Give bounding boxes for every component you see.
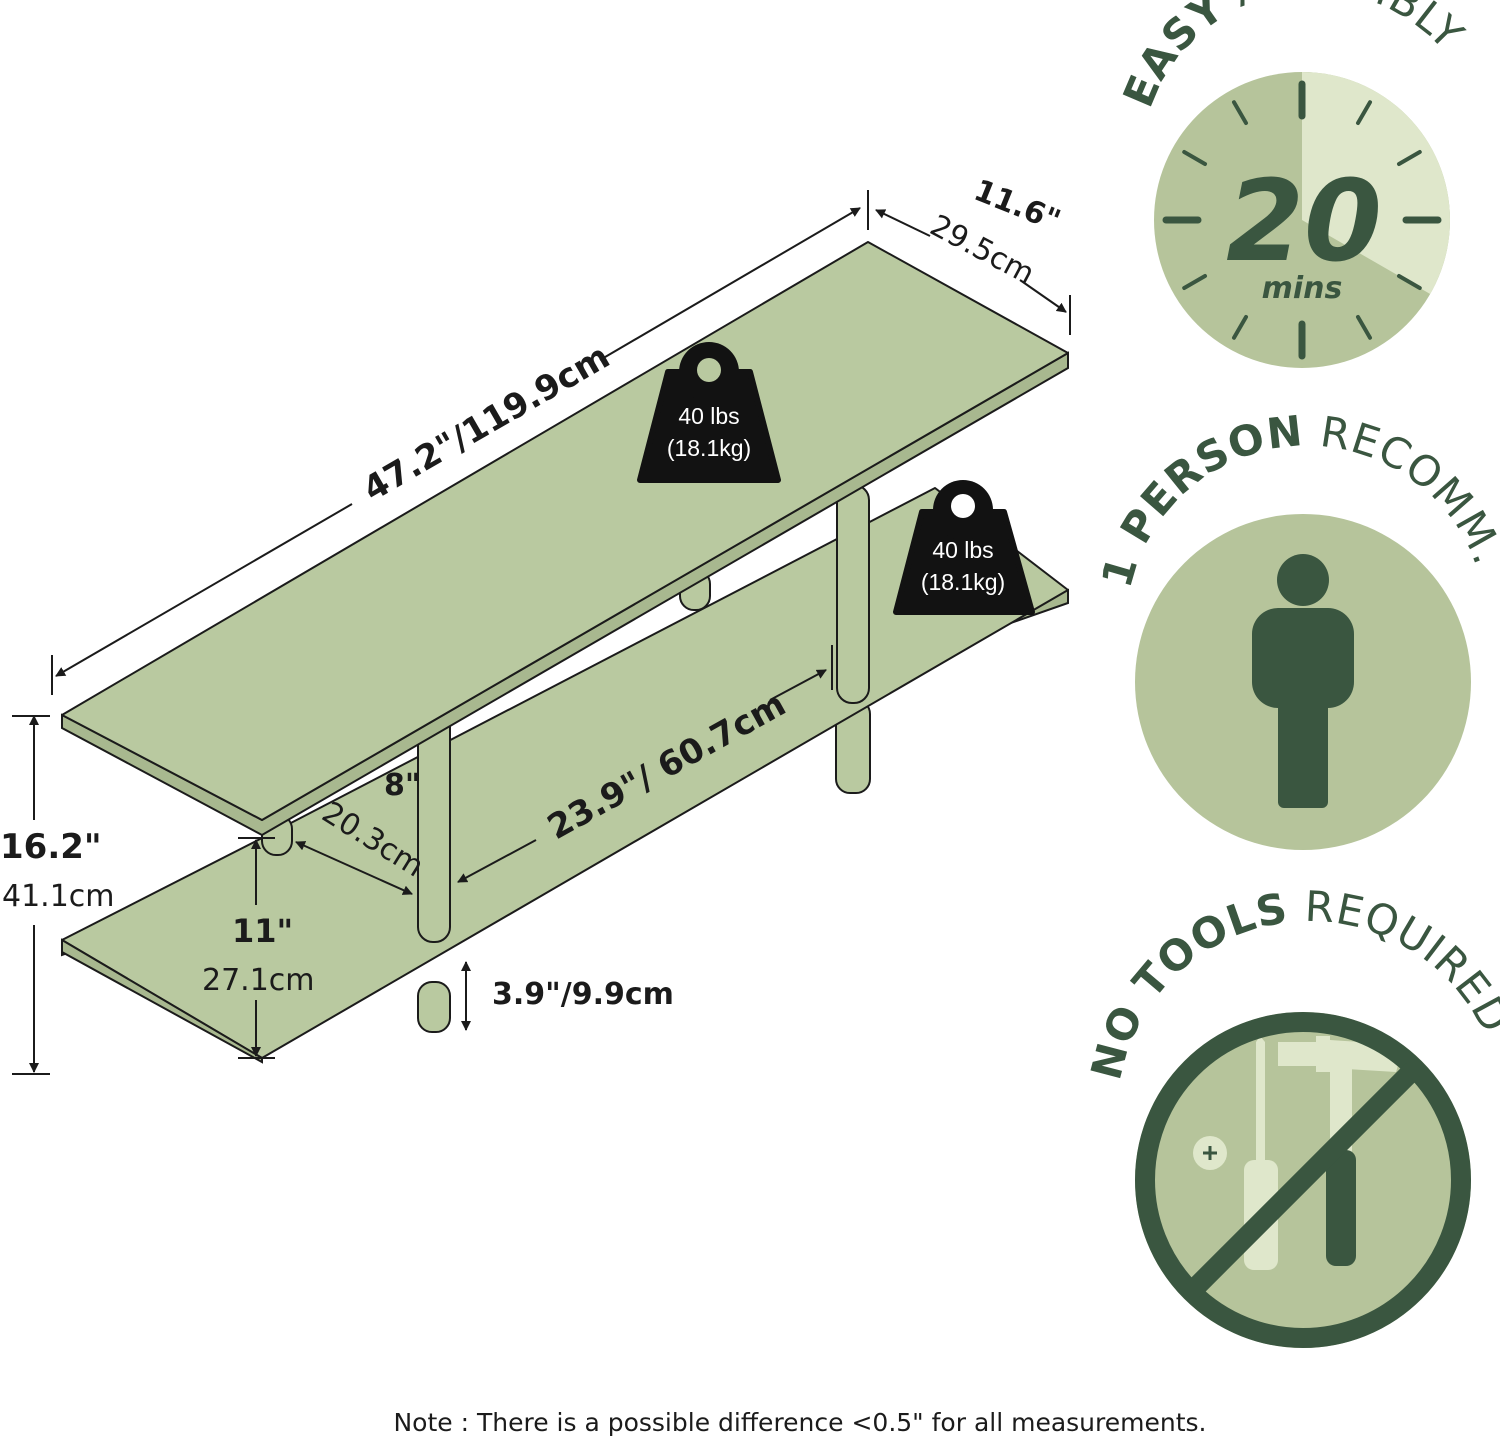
clock-tick <box>1356 314 1372 340</box>
clock-tick <box>1396 274 1422 290</box>
leg-front-lower <box>417 981 451 1033</box>
clock-tick <box>1182 274 1208 290</box>
leg-in: 3.9" <box>492 977 561 1012</box>
top-weight-line1: 40 lbs <box>678 403 739 429</box>
tools-badge: NO TOOLS REQUIRED <box>1081 882 1500 1348</box>
dimension-depth-label: 11.6" 29.5cm <box>924 173 1065 292</box>
person-badge: 1 PERSON RECOMM. <box>1092 406 1500 850</box>
bottom-weight-line1: 40 lbs <box>932 537 993 563</box>
clock-tick <box>1396 150 1422 166</box>
leg-cm: /9.9cm <box>561 977 674 1012</box>
gap-cm: 27.1cm <box>202 963 315 998</box>
post-back <box>836 484 870 704</box>
dimension-gap-label: 11" 27.1cm <box>202 912 315 998</box>
top-shelf <box>61 241 1069 821</box>
assembly-number: 20 <box>1226 157 1382 287</box>
assembly-badge: EASY ASSEMBLY 20 mins <box>1113 0 1474 368</box>
gap-in: 11" <box>232 912 293 950</box>
offset-in: 8" <box>384 768 421 803</box>
clock-wedge <box>1302 72 1450 294</box>
dimension-height-label: 16.2" 41.1cm <box>0 827 115 914</box>
assembly-unit: mins <box>1262 271 1343 306</box>
dimension-lines <box>12 190 1071 1075</box>
weight-icon: 40 lbs (18.1kg) <box>637 342 781 483</box>
post-front <box>417 709 451 943</box>
svg-text:3.9"/9.9cm: 3.9"/9.9cm <box>492 977 674 1012</box>
prohibited-icon <box>1135 1012 1471 1348</box>
height-in: 16.2" <box>0 827 102 867</box>
clock-tick <box>1356 100 1372 126</box>
bottom-weight-line2: (18.1kg) <box>921 569 1005 595</box>
dimension-leg-label: 3.9"/9.9cm <box>492 977 674 1012</box>
assembly-reg: ASSEMBLY <box>1210 0 1474 59</box>
depth-in: 11.6" <box>969 173 1065 239</box>
top-weight-line2: (18.1kg) <box>667 435 751 461</box>
clock-tick <box>1232 314 1248 340</box>
height-cm: 41.1cm <box>2 879 115 914</box>
person-icon <box>1252 554 1354 808</box>
weight-icon-lower: 40 lbs (18.1kg) <box>893 480 1035 615</box>
measurement-note: Note : There is a possible difference <0… <box>393 1408 1207 1437</box>
assembly-bold: EASY <box>1113 0 1233 114</box>
clock-tick <box>1182 150 1208 166</box>
clock-tick <box>1232 100 1248 126</box>
